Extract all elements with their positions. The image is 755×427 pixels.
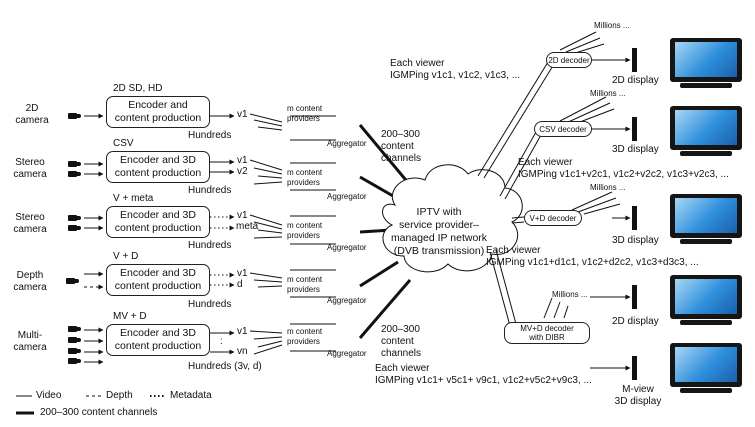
legend-metadata: Metadata [170,390,212,401]
output-label: vn [237,346,248,357]
millions-label: Millions ... [590,183,626,192]
output-label: d [237,279,243,290]
millions-label: Millions ... [594,21,630,30]
format-label: V + D [113,251,139,262]
display-label: 3D display [612,235,659,246]
decoder-vd: V+D decoder [524,210,582,226]
network-cloud [382,164,523,273]
display-label: 2D display [612,316,659,327]
decoder-csv: CSV decoder [534,121,592,137]
format-label: MV + D [113,311,147,322]
output-label: v1 [237,326,248,337]
format-label: 2D SD, HD [113,83,163,94]
millions-label: Millions ... [590,89,626,98]
display-label: 2D display [612,75,659,86]
output-label: v1 [237,210,248,221]
aggregator-label: Aggregator [327,349,367,358]
aggregator-label: Aggregator [327,296,367,305]
output-label: v1 [237,155,248,166]
count-label: Hundreds (3v, d) [188,361,262,372]
decoder-2d: 2D decoder [546,52,592,68]
aggregator-label: Aggregator [327,139,367,148]
count-label: Hundreds [188,299,232,310]
legend-channels: 200–300 content channels [40,407,158,418]
output-label: meta [236,221,259,232]
camera-label-multi: Multi-camera [13,330,47,353]
millions-label: Millions ... [552,290,588,299]
output-label: v1 [237,109,248,120]
output-label: v2 [237,166,248,177]
format-label: CSV [113,138,134,149]
format-label: V + meta [113,193,154,204]
legend-depth: Depth [106,390,133,401]
count-label: Hundreds [188,240,232,251]
legend-video: Video [36,390,62,401]
output-label: v1 [237,268,248,279]
aggregator-label: Aggregator [327,243,367,252]
aggregator-label: Aggregator [327,192,367,201]
output-label: : [220,336,223,347]
count-label: Hundreds [188,185,232,196]
count-label: Hundreds [188,130,232,141]
display-label: 3D display [612,144,659,155]
